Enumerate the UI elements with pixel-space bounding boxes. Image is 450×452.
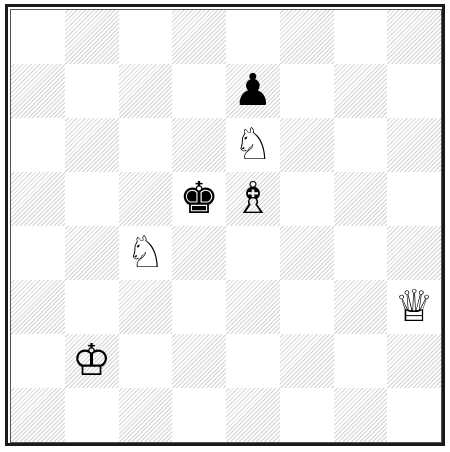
square-e4[interactable] [226,226,280,280]
square-h4[interactable] [387,226,441,280]
square-f6[interactable] [280,118,334,172]
square-e8[interactable] [226,10,280,64]
square-d4[interactable] [172,226,226,280]
square-f8[interactable] [280,10,334,64]
square-a5[interactable] [11,172,65,226]
white-queen-icon[interactable]: ♕ [394,285,433,329]
square-a7[interactable] [11,64,65,118]
square-b7[interactable] [65,64,119,118]
square-b8[interactable] [65,10,119,64]
square-a4[interactable] [11,226,65,280]
square-a6[interactable] [11,118,65,172]
square-h2[interactable] [387,334,441,388]
square-g8[interactable] [334,10,388,64]
square-g3[interactable] [334,280,388,334]
square-h3[interactable]: ♕ [387,280,441,334]
square-f2[interactable] [280,334,334,388]
chess-board[interactable]: ♟ ♘ ♚ ♗ ♘ ♕ ♔ [10,9,442,443]
black-pawn-icon[interactable]: ♟ [233,69,272,113]
square-b6[interactable] [65,118,119,172]
square-h5[interactable] [387,172,441,226]
square-e3[interactable] [226,280,280,334]
square-b4[interactable] [65,226,119,280]
square-d2[interactable] [172,334,226,388]
square-g7[interactable] [334,64,388,118]
square-f1[interactable] [280,388,334,442]
square-c6[interactable] [119,118,173,172]
square-h1[interactable] [387,388,441,442]
square-d1[interactable] [172,388,226,442]
square-a3[interactable] [11,280,65,334]
square-g5[interactable] [334,172,388,226]
square-a2[interactable] [11,334,65,388]
square-b5[interactable] [65,172,119,226]
square-c5[interactable] [119,172,173,226]
square-c7[interactable] [119,64,173,118]
square-c2[interactable] [119,334,173,388]
square-f3[interactable] [280,280,334,334]
square-d6[interactable] [172,118,226,172]
square-a8[interactable] [11,10,65,64]
square-f7[interactable] [280,64,334,118]
square-b3[interactable] [65,280,119,334]
white-bishop-icon[interactable]: ♗ [233,177,272,221]
square-e6[interactable]: ♘ [226,118,280,172]
square-e2[interactable] [226,334,280,388]
square-g4[interactable] [334,226,388,280]
square-e1[interactable] [226,388,280,442]
square-d3[interactable] [172,280,226,334]
white-knight-icon[interactable]: ♘ [233,123,272,167]
square-e7[interactable]: ♟ [226,64,280,118]
square-c8[interactable] [119,10,173,64]
square-f4[interactable] [280,226,334,280]
square-g1[interactable] [334,388,388,442]
white-knight-icon[interactable]: ♘ [126,231,165,275]
white-king-icon[interactable]: ♔ [72,339,111,383]
square-a1[interactable] [11,388,65,442]
square-d5[interactable]: ♚ [172,172,226,226]
square-b2[interactable]: ♔ [65,334,119,388]
square-h7[interactable] [387,64,441,118]
black-king-icon[interactable]: ♚ [179,177,218,221]
square-e5[interactable]: ♗ [226,172,280,226]
square-f5[interactable] [280,172,334,226]
square-g2[interactable] [334,334,388,388]
square-h6[interactable] [387,118,441,172]
square-g6[interactable] [334,118,388,172]
square-d7[interactable] [172,64,226,118]
square-c1[interactable] [119,388,173,442]
square-d8[interactable] [172,10,226,64]
square-b1[interactable] [65,388,119,442]
square-c4[interactable]: ♘ [119,226,173,280]
square-h8[interactable] [387,10,441,64]
square-c3[interactable] [119,280,173,334]
